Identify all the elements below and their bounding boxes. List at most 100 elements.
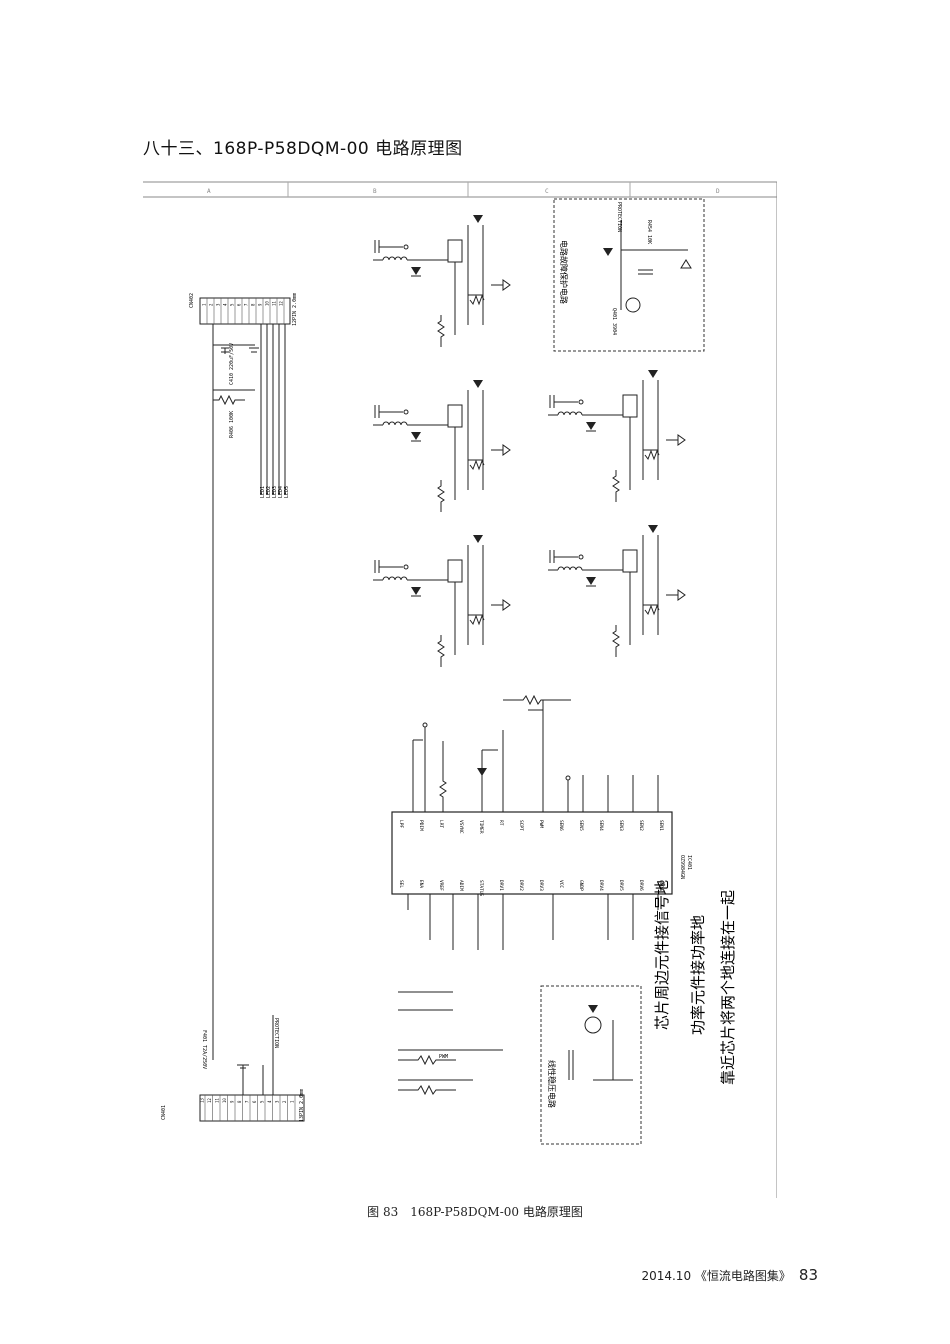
note-line-2: 功率元件接功率地 bbox=[689, 915, 707, 1035]
cn401-pin-2: 2 bbox=[282, 1100, 287, 1103]
driver-channel-5 bbox=[548, 525, 686, 657]
driver-channel-3 bbox=[373, 535, 511, 667]
page-footer: 2014.10 《恒流电路图集》 83 bbox=[641, 1266, 818, 1284]
ic-pin-vsync: VSYNC bbox=[458, 820, 464, 834]
cn402-pin-3: 3 bbox=[216, 303, 221, 306]
protection-net-label: PROTECTION bbox=[616, 202, 622, 232]
cn402-spec: 12PIN 2.0mm bbox=[292, 293, 298, 326]
regulator-block: 线性稳压电路 bbox=[540, 985, 642, 1145]
page-number: 83 bbox=[798, 1266, 818, 1284]
protection-block: 电路故障保护电路 PROTECTION R454 10K Q401 3904 bbox=[553, 198, 705, 352]
ic-pin-sen5: SEN5 bbox=[578, 820, 584, 831]
cn402-pin-12: 12 bbox=[279, 301, 284, 306]
ic-pin-pdim: PDIM bbox=[418, 820, 424, 831]
ic-pin-gnda: GNDA bbox=[658, 880, 664, 891]
note-line-1: 芯片周边元件接信号地 bbox=[653, 880, 671, 1030]
ic-pin-drv4: DRV4 bbox=[598, 880, 604, 891]
ic-pin-rt: RT bbox=[498, 820, 504, 826]
ic-pin-sen3: SEN3 bbox=[618, 820, 624, 831]
cn401-spec: 13PIN 2.0mm bbox=[299, 1089, 305, 1122]
cn402-pin-7: 7 bbox=[244, 303, 249, 306]
ic-pin-sen2: SEN2 bbox=[638, 820, 644, 831]
diode-d402-symbol bbox=[603, 248, 613, 256]
led-label-5: LED5 bbox=[284, 486, 290, 498]
led-label-1: LED1 bbox=[260, 486, 266, 498]
cn401-pin-3: 3 bbox=[275, 1100, 280, 1103]
ic-pin-ena: ENA bbox=[418, 880, 424, 888]
cn402-pin-10: 10 bbox=[265, 301, 270, 306]
ic-lower-network: PWM PROTECTION F401 T2A/250V bbox=[201, 894, 659, 1096]
res-r454-label: R454 10K bbox=[646, 220, 652, 244]
ic-pin-vcc: VCC bbox=[558, 880, 564, 888]
cn402-pin-4: 4 bbox=[223, 303, 228, 306]
ic-pin-gndp: GNDP bbox=[578, 880, 584, 891]
cn401-pin-7: 7 bbox=[245, 1100, 250, 1103]
input-cap-block: C410 220uF/50V R406 100K bbox=[213, 343, 259, 438]
led-label-4: LED4 bbox=[278, 486, 284, 498]
ic-pin-timer: TIMER bbox=[478, 820, 484, 834]
ic-pin-pwm: PWM bbox=[538, 820, 544, 828]
note-line-3: 靠近芯片将两个地连接在一起 bbox=[719, 890, 737, 1085]
driver-channel-2 bbox=[373, 380, 511, 512]
res-r406-label: R406 100K bbox=[229, 411, 235, 438]
cn401-pin-12: 12 bbox=[207, 1098, 212, 1103]
driver-channel-1 bbox=[373, 215, 511, 347]
cn402-pin-8: 8 bbox=[251, 303, 256, 306]
ic-pin-sen6: SEN6 bbox=[558, 820, 564, 831]
grid-letter-c: C bbox=[545, 188, 549, 195]
cn402-pin-2: 2 bbox=[209, 303, 214, 306]
figure-caption: 图 83 168P-P58DQM-00 电路原理图 bbox=[367, 1205, 583, 1219]
ic-pin-lpf: LPF bbox=[398, 820, 404, 828]
led-label-3: LED3 bbox=[272, 486, 278, 498]
ic-pin-scpt: SCPT bbox=[518, 820, 524, 831]
cn401-ref: CN401 bbox=[161, 1105, 167, 1120]
ic-pin-drv2: DRV2 bbox=[518, 880, 524, 891]
ic-pin-lrt: LRT bbox=[438, 820, 444, 828]
ic-pin-drv6: DRV6 bbox=[638, 880, 644, 891]
ic-upper-network bbox=[412, 694, 659, 812]
ic-pin-sen4: SEN4 bbox=[598, 820, 604, 831]
cn401-pin-5: 5 bbox=[260, 1100, 265, 1103]
ground-notes: 芯片周边元件接信号地 功率元件接功率地 靠近芯片将两个地连接在一起 bbox=[653, 880, 737, 1085]
cn402-pin-6: 6 bbox=[237, 303, 242, 306]
grid-letter-b: B bbox=[373, 188, 377, 195]
cn402-pin-11: 11 bbox=[272, 301, 277, 306]
regulator-block-title: 线性稳压电路 bbox=[547, 1060, 557, 1108]
led-driver-channels bbox=[373, 215, 686, 667]
cn402-pin-9: 9 bbox=[258, 303, 263, 306]
ic-pin-status: STATUS bbox=[478, 880, 484, 897]
cn401-pin-10: 10 bbox=[222, 1098, 227, 1103]
led-label-2: LED2 bbox=[266, 486, 272, 498]
cn402-ref: CN402 bbox=[189, 293, 195, 308]
cn401-pin-1: 1 bbox=[290, 1100, 295, 1103]
ic-pin-vref: VREF bbox=[438, 880, 444, 891]
ic-pin-sen1: SEN1 bbox=[658, 820, 664, 831]
protection-block-title: 电路故障保护电路 bbox=[559, 240, 569, 304]
cn402-pin-5: 5 bbox=[230, 303, 235, 306]
ic-pin-drv5: DRV5 bbox=[618, 880, 624, 891]
cap-c410-label: C410 220uF/50V bbox=[229, 343, 235, 385]
ic-pin-drv1: DRV1 bbox=[498, 880, 504, 891]
footer-text: 2014.10 《恒流电路图集》 bbox=[641, 1269, 791, 1283]
cn402-pin-1: 1 bbox=[202, 303, 207, 306]
grid-letter-a: A bbox=[207, 188, 211, 195]
cn401-pin-4: 4 bbox=[267, 1100, 272, 1103]
driver-channel-4 bbox=[548, 370, 686, 502]
cn401-pin-9: 9 bbox=[230, 1100, 235, 1103]
protection-net-label-bottom: PROTECTION bbox=[273, 1018, 279, 1048]
cn401-pin-8: 8 bbox=[237, 1100, 242, 1103]
led-label-column: LED1 LED2 LED3 LED4 LED5 bbox=[260, 486, 290, 498]
transistor-q401-symbol bbox=[625, 297, 641, 313]
fuse-f401-label: F401 T2A/250V bbox=[201, 1030, 207, 1069]
page-heading: 八十三、168P-P58DQM-00 电路原理图 bbox=[143, 139, 463, 159]
ic-pin-adim: ADIM bbox=[458, 880, 464, 891]
cn401-pin-6: 6 bbox=[252, 1100, 257, 1103]
grid-letter-d: D bbox=[716, 188, 720, 195]
pwm-net-label: PWM bbox=[439, 1054, 448, 1060]
ic-pin-drv3: DRV3 bbox=[538, 880, 544, 891]
